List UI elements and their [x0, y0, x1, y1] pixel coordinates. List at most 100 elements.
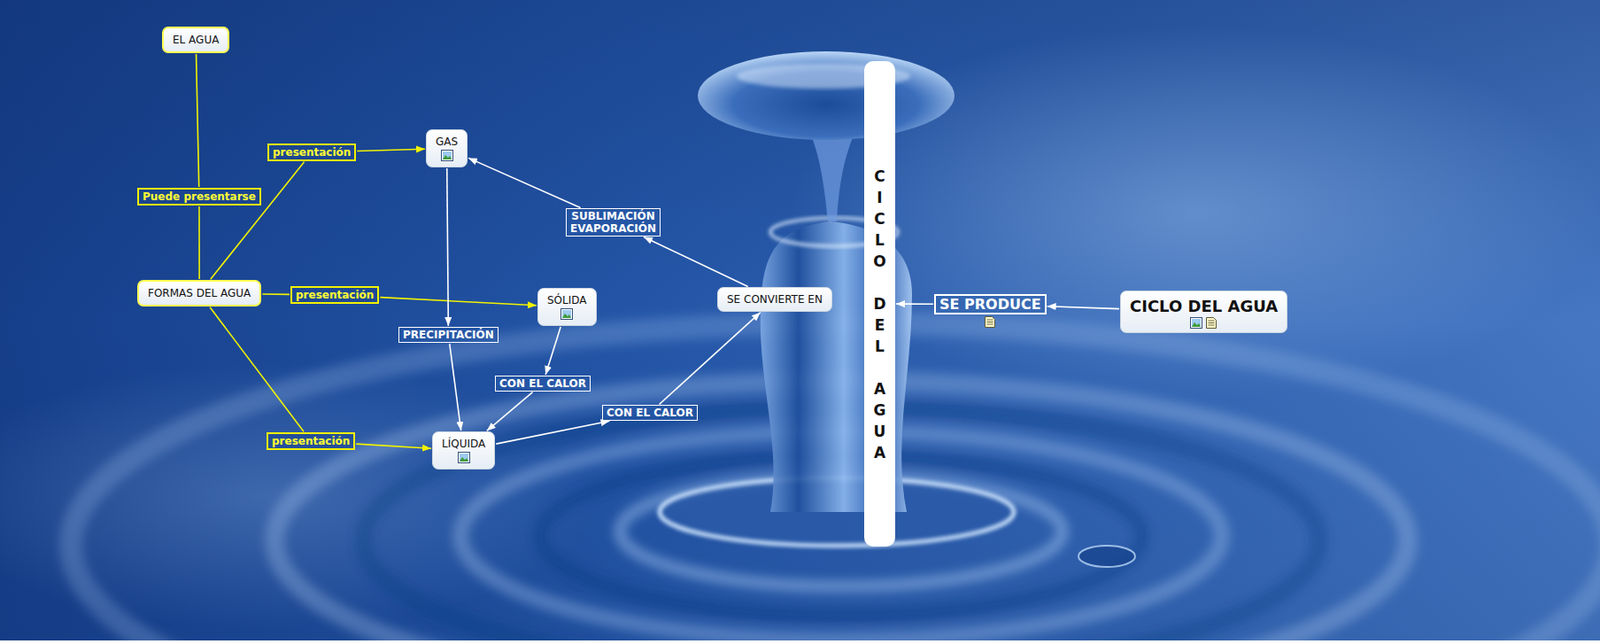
node-text: GAS [435, 135, 458, 148]
band-letter: A [864, 441, 896, 464]
icon-hill [562, 313, 572, 318]
connector [545, 326, 561, 375]
concept-box: GAS [425, 129, 468, 168]
icon-line [987, 321, 994, 323]
linking-phrase: presentación [267, 143, 356, 162]
image-icon [440, 149, 454, 162]
node-text: CICLO DEL AGUA [1129, 296, 1278, 316]
node-text: presentación [272, 146, 351, 159]
icon-page [1206, 317, 1217, 329]
linking-phrase: PRECIPITACIÓN [398, 326, 499, 343]
document-icon [1205, 316, 1218, 329]
connector [262, 293, 290, 295]
connector [355, 443, 432, 449]
icon-line [1208, 320, 1215, 322]
connector [356, 148, 426, 151]
image-icon [560, 308, 573, 320]
document-icon [983, 316, 997, 328]
linking-phrase: CON EL CALOR [602, 404, 698, 421]
connector [449, 343, 462, 431]
linking-phrase: SE PRODUCE [934, 293, 1047, 315]
connector [486, 392, 534, 432]
connector [643, 236, 749, 286]
node-text: SUBLIMACIÓN EVAPORACIÓN [570, 209, 657, 235]
linking-phrase: Puede presentarse [137, 187, 262, 206]
node-text: CON EL CALOR [499, 377, 587, 390]
node-text: EL AGUA [172, 33, 219, 47]
connector [495, 420, 610, 444]
icon-sky [442, 151, 452, 160]
linking-phrase: CON EL CALOR [494, 375, 591, 392]
vertical-band: CICLO DEL AGUA [864, 61, 896, 547]
concept-box: LÍQUIDA [432, 431, 495, 470]
node-text: PRECIPITACIÓN [402, 328, 495, 341]
node-text: SE CONVIERTE EN [726, 293, 823, 306]
icon-line [987, 324, 994, 325]
image-icon [457, 451, 471, 464]
icon-sky [1191, 318, 1201, 327]
image-icon [1190, 316, 1203, 329]
icon-line [1208, 322, 1215, 324]
band-letter: C [864, 165, 896, 187]
vertical-title: CICLO DEL AGUA [864, 61, 896, 464]
band-letter: U [864, 420, 896, 442]
icon-row [435, 149, 458, 162]
band-letter: E [864, 314, 896, 336]
concept-box: EL AGUA [162, 26, 230, 54]
icon-frame [457, 452, 470, 464]
band-letter: A [864, 378, 896, 400]
bottom-strip [0, 640, 1600, 644]
node-text: FORMAS DEL AGUA [147, 286, 251, 300]
connector [447, 168, 449, 326]
icon-hill [1191, 322, 1201, 327]
connector [659, 312, 761, 405]
icon-row [441, 451, 486, 464]
node-text: CON EL CALOR [606, 406, 694, 419]
band-letter: O [864, 250, 896, 272]
band-letter: L [864, 229, 896, 251]
connector [1047, 306, 1120, 310]
concept-box: SÓLIDA [537, 287, 597, 326]
node-text: LÍQUIDA [441, 437, 486, 450]
band-letter [864, 356, 896, 379]
band-letter [864, 271, 896, 294]
node-text: presentación [295, 288, 374, 302]
icon-page [985, 316, 996, 328]
connector [468, 157, 581, 208]
linking-phrase: SUBLIMACIÓN EVAPORACIÓN [565, 208, 661, 237]
connector [196, 54, 200, 187]
icon-sky [562, 309, 572, 318]
icon-frame [440, 150, 453, 162]
node-text: Puede presentarse [142, 190, 256, 203]
water-drop [697, 51, 955, 140]
concept-box: FORMAS DEL AGUA [137, 279, 262, 307]
band-letter: G [864, 399, 896, 421]
icon-row [983, 314, 997, 332]
drop-neck [810, 132, 855, 222]
band-letter: D [864, 293, 896, 315]
icon-frame [1190, 317, 1203, 329]
connector [379, 297, 537, 306]
node-text: SE PRODUCE [939, 295, 1042, 313]
linking-phrase: presentación [290, 285, 379, 304]
connector [209, 307, 304, 432]
icon-row [547, 308, 588, 320]
node-text: presentación [271, 434, 350, 448]
connector [210, 162, 305, 279]
node-text: SÓLIDA [547, 293, 588, 307]
icon-line [987, 319, 994, 321]
connector [896, 302, 934, 305]
icon-hill [459, 456, 469, 462]
connector [198, 206, 201, 279]
icon-row [1129, 316, 1278, 329]
band-letter: L [864, 335, 896, 357]
band-letter: I [864, 186, 896, 209]
small-drop [1078, 545, 1136, 567]
icon-hill [442, 154, 452, 160]
concept-box: SE CONVIERTE EN [717, 286, 833, 312]
concept-box: CICLO DEL AGUA [1120, 290, 1288, 333]
